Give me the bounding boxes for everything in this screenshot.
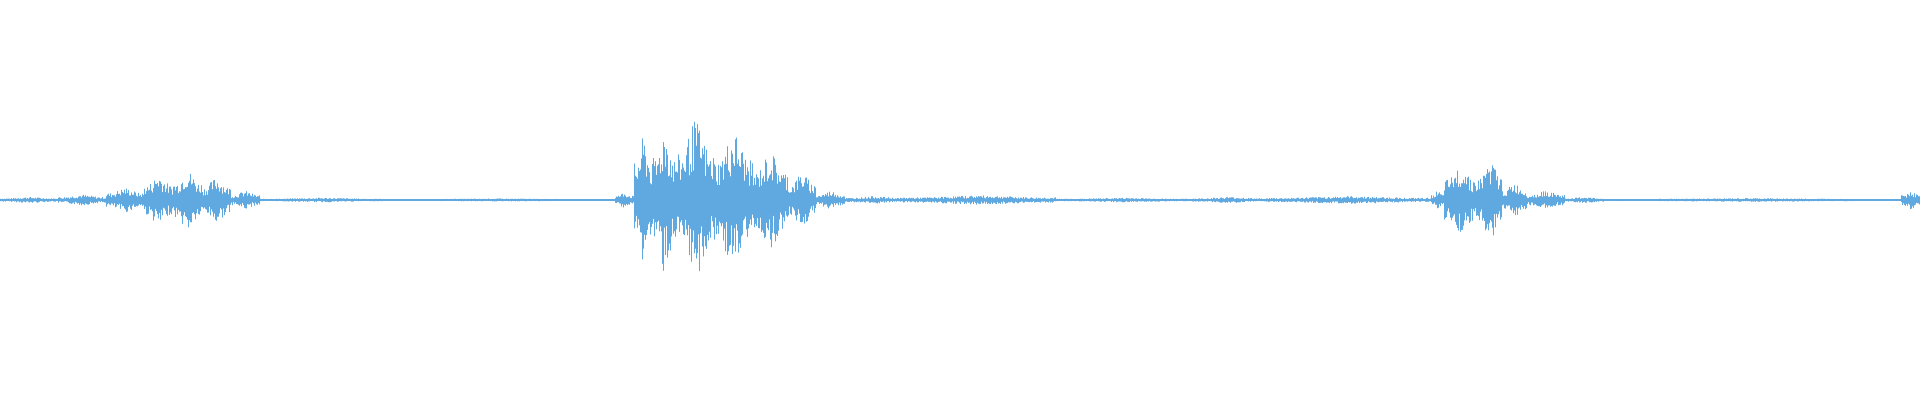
waveform-bars [0, 121, 1920, 272]
